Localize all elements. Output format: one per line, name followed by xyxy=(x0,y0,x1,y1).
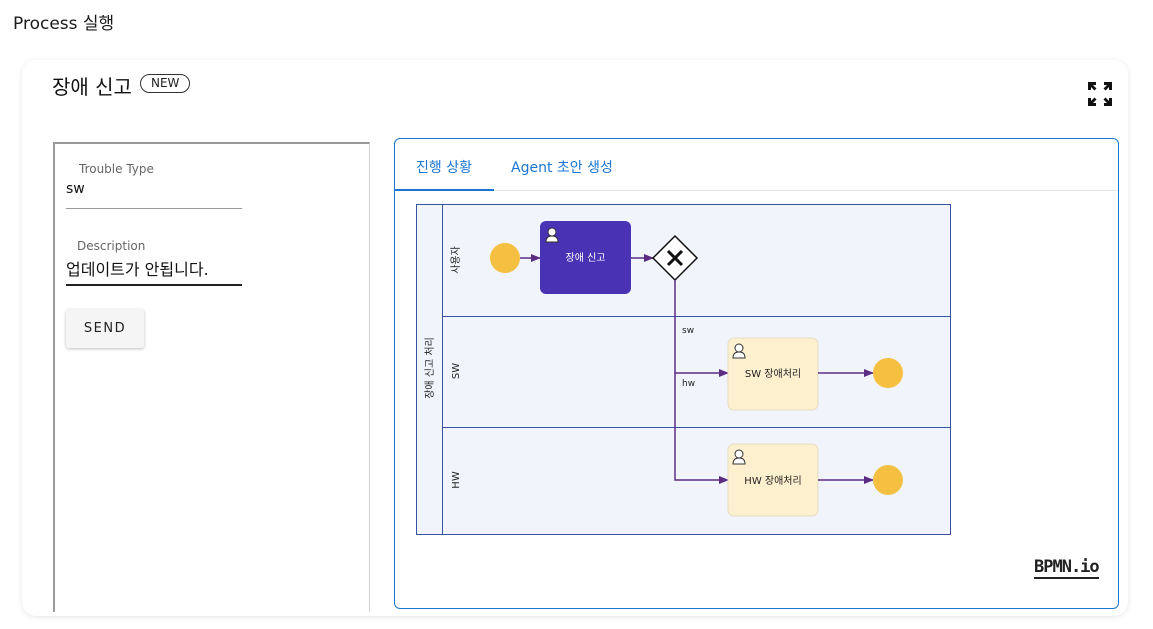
start-event[interactable] xyxy=(490,243,520,273)
trouble-type-field[interactable]: sw xyxy=(66,181,85,197)
active-tab-indicator xyxy=(394,189,494,191)
progress-panel xyxy=(394,138,1119,609)
tab-divider xyxy=(395,190,1118,191)
task-sw[interactable] xyxy=(727,337,819,411)
user-task-icon xyxy=(732,343,746,359)
description-field[interactable]: 업데이트가 안됩니다. xyxy=(66,260,209,279)
end-event-hw[interactable] xyxy=(873,465,903,495)
process-title: 장애 신고 xyxy=(52,75,132,99)
window-title: Process 실행 xyxy=(13,14,115,34)
lane-label-user: 사용자 xyxy=(450,246,462,274)
send-button[interactable]: SEND xyxy=(66,309,144,348)
end-event-sw[interactable] xyxy=(873,358,903,388)
task-sw-label: SW 장애처리 xyxy=(745,368,801,380)
fullscreen-icon[interactable] xyxy=(1086,80,1114,108)
description-label: Description xyxy=(77,239,146,253)
tab-agent-draft[interactable]: Agent 초안 생성 xyxy=(511,160,613,176)
lane-label-sw: SW xyxy=(451,363,462,379)
bpmn-io-logo[interactable]: BPMN.io xyxy=(1034,557,1100,579)
tab-progress[interactable]: 진행 상황 xyxy=(416,160,472,176)
new-badge: NEW xyxy=(140,74,191,93)
user-task-icon xyxy=(545,227,559,243)
flow-label-hw: hw xyxy=(682,379,695,389)
sequence-flow-hw xyxy=(674,373,729,484)
user-task-icon xyxy=(732,449,746,465)
trouble-type-underline xyxy=(66,208,242,209)
lane-label-hw: HW xyxy=(451,471,462,489)
trouble-type-label: Trouble Type xyxy=(79,162,154,176)
task-report[interactable] xyxy=(540,221,631,294)
pool-label: 장애 신고 처리 xyxy=(424,337,436,399)
description-underline xyxy=(66,284,242,286)
form-panel xyxy=(53,142,370,612)
flow-label-sw: sw xyxy=(682,326,694,336)
gateway-x-icon xyxy=(666,249,684,267)
task-hw-label: HW 장애처리 xyxy=(744,475,801,487)
task-report-label: 장애 신고 xyxy=(566,252,606,264)
